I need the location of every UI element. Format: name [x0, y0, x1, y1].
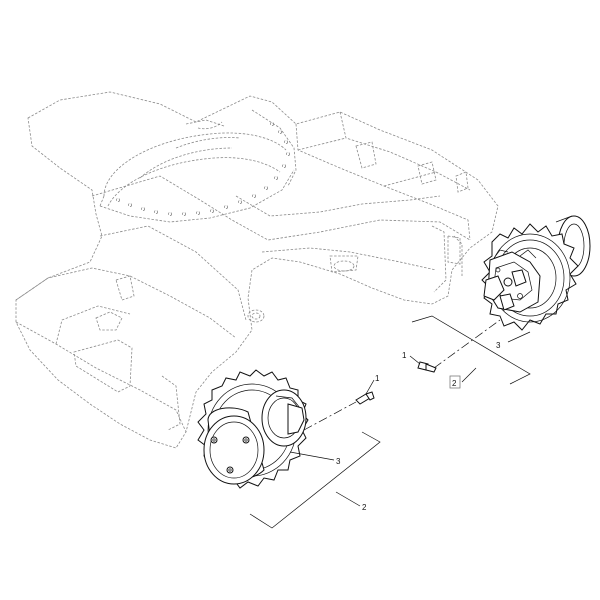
undercarriage-frame: [15, 91, 499, 449]
mounting-screw-right: [417, 361, 437, 373]
callout-screw-right: 1: [402, 351, 407, 360]
callout-box-assembly-right: [449, 375, 461, 389]
assembly-centerlines: [303, 319, 501, 431]
callout-leaders: [249, 315, 531, 529]
callout-assembly-right: 2: [452, 379, 457, 388]
callout-assembly-left: 2: [362, 503, 367, 512]
callout-screw-left: 1: [375, 374, 380, 383]
callout-labels: 1 3 2 1 3 2: [336, 341, 501, 512]
callout-final-drive-left: 3: [336, 457, 341, 466]
callout-final-drive-right: 3: [496, 341, 501, 350]
final-drive-right: [481, 215, 591, 331]
final-drive-left: [197, 369, 309, 489]
mounting-screw-left: [355, 391, 375, 405]
